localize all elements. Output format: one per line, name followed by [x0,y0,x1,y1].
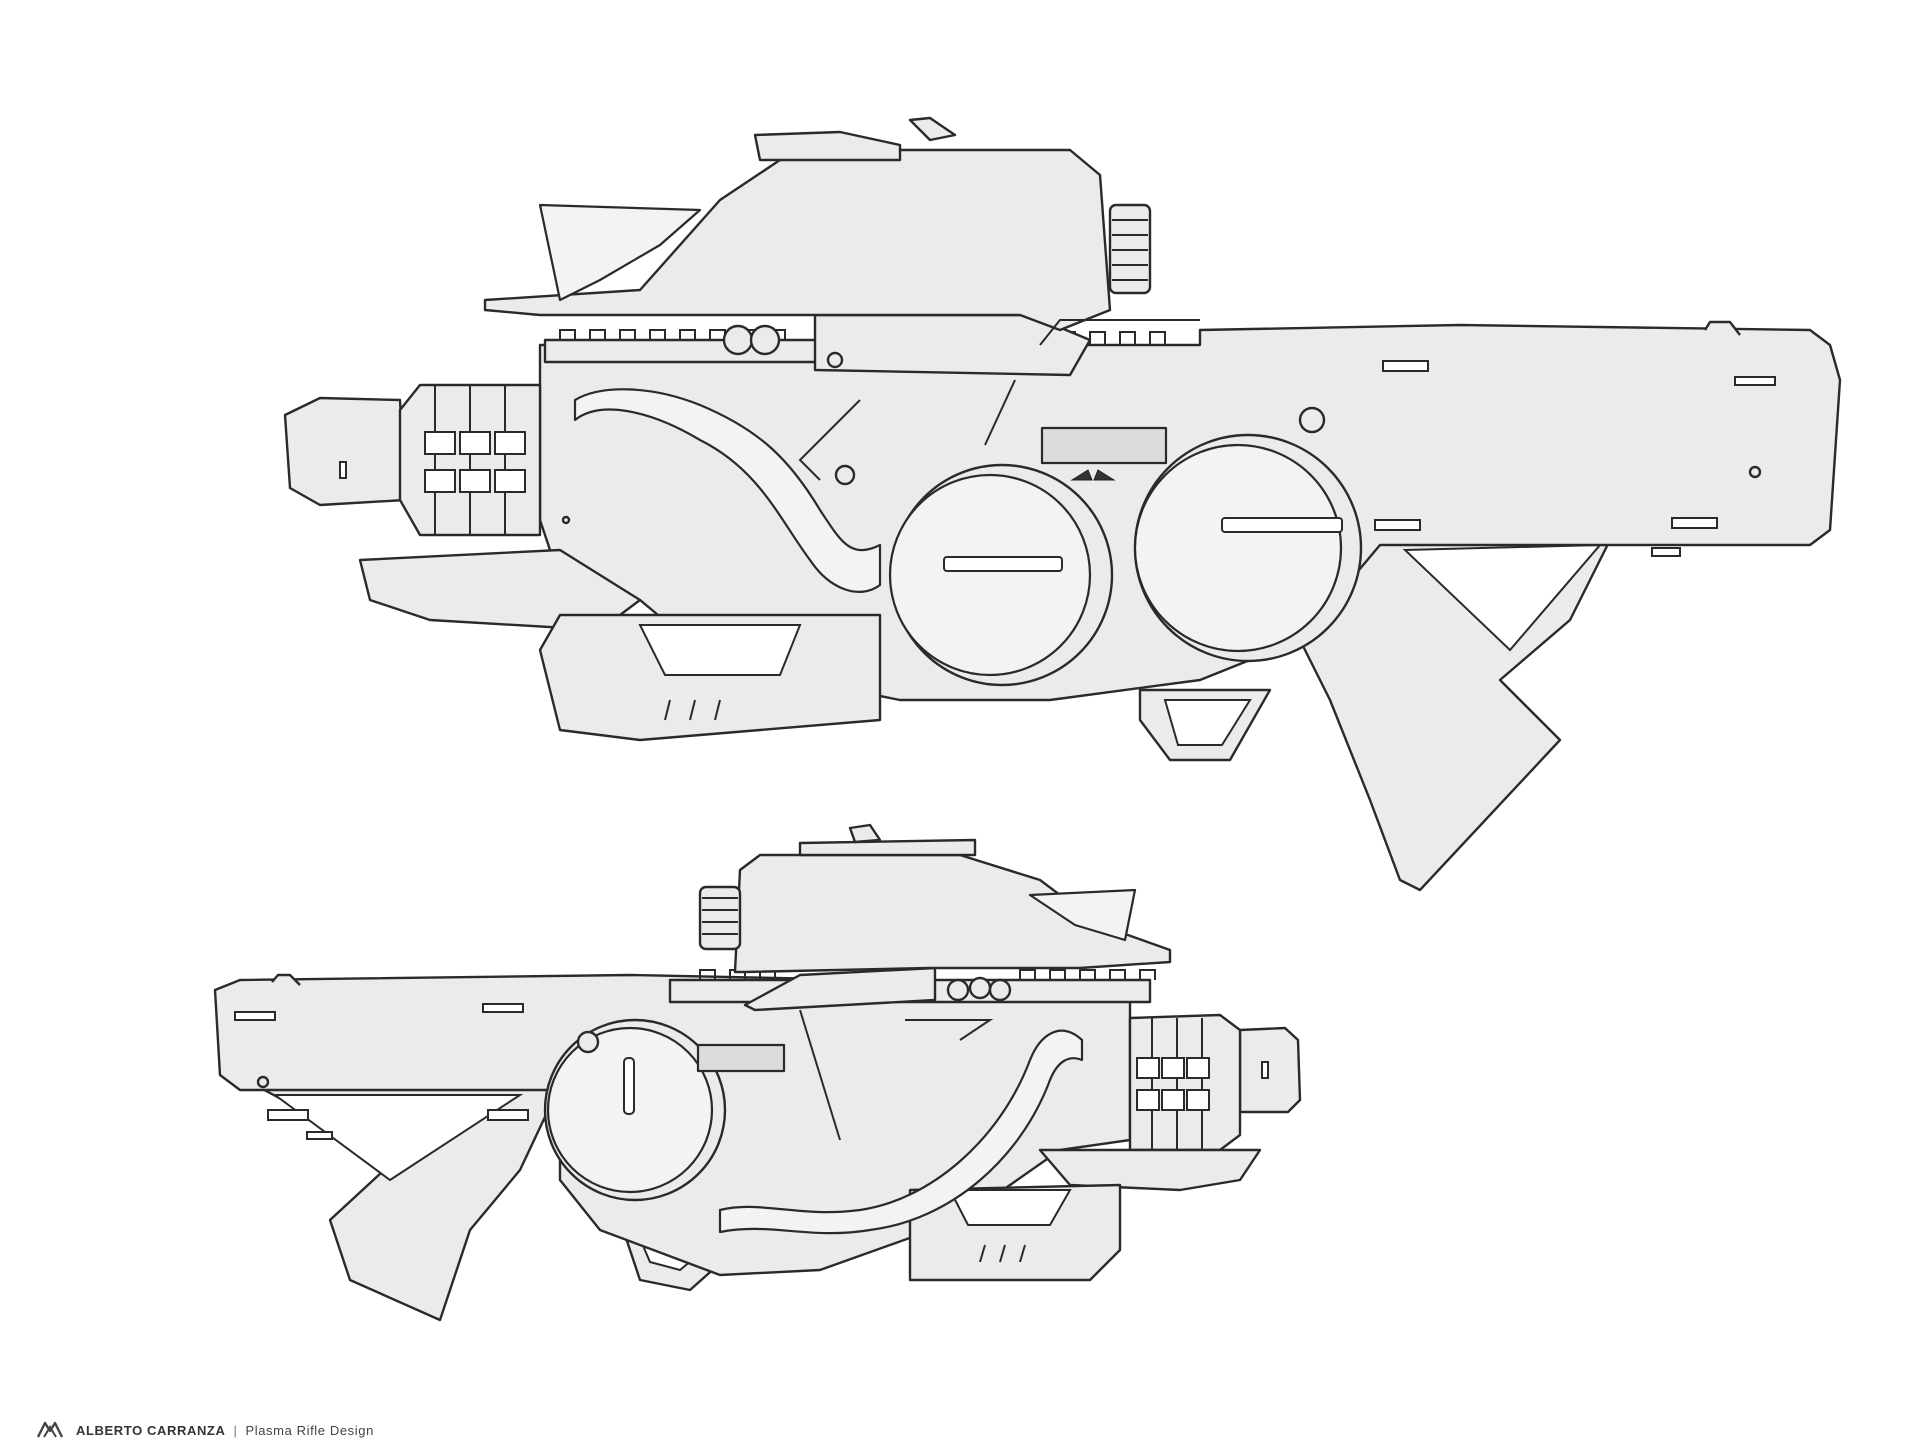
rifle-stock-grip [1298,538,1612,892]
stock-grip-opening [1402,543,1603,652]
battery-drum-rear [1133,433,1363,663]
panel-seam [798,379,1016,481]
scope-top-clip [798,838,977,857]
barrel-shroud [398,383,542,537]
artwork-title: Plasma Rifle Design [245,1422,374,1438]
magazine [538,613,882,742]
credit-separator: | [233,1422,238,1438]
scope-hood [538,203,702,302]
battery-drum-front [888,463,1114,687]
scope-top-clip [753,130,902,162]
battery-drum [543,1018,727,1202]
front-foregrip [1038,1148,1262,1192]
scope-rear-ring [1108,203,1152,295]
scope-hood [1028,888,1137,942]
brand-emblem [1070,469,1116,481]
display-panel [696,1043,786,1073]
display-panel [1040,426,1168,465]
panel-seam [799,1009,994,1141]
coolant-tube [573,388,882,593]
scope-rear-ring [698,885,742,951]
scope-housing [733,853,1172,974]
muzzle [1238,1026,1302,1114]
credit-line: ALBERTO CARRANZA | Plasma Rifle Design [36,1421,374,1439]
author-logo-icon [36,1421,64,1438]
barrel-shroud [1128,1013,1242,1152]
magazine-window [948,1189,1072,1226]
coolant-tube [718,1029,1084,1235]
scope-housing [483,148,1112,332]
magazine-window [638,624,802,676]
author-name: ALBERTO CARRANZA [76,1422,226,1438]
scope-mount [743,966,937,1012]
